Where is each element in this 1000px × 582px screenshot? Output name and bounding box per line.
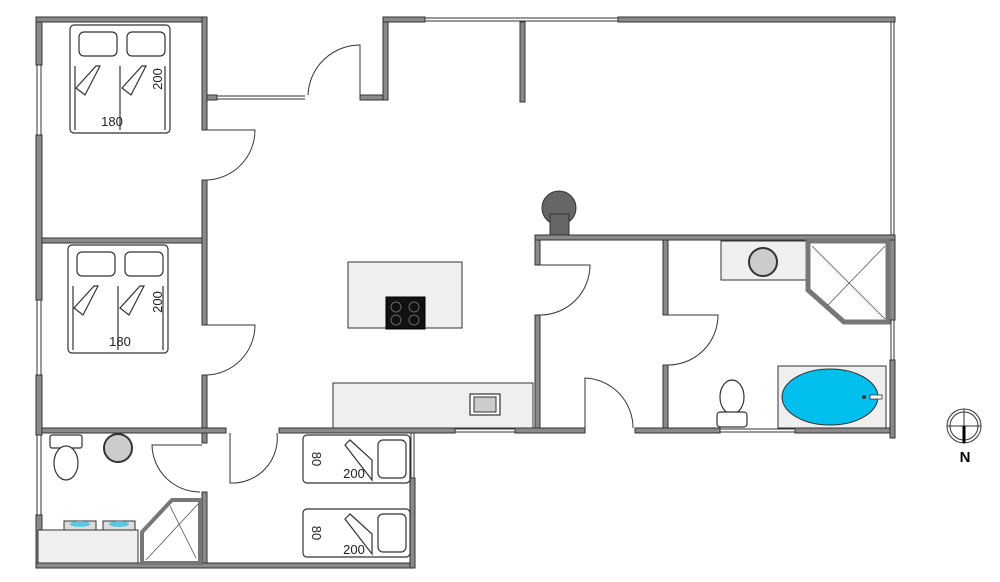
bed-width-label: 180 — [109, 334, 131, 349]
double-bed: 180 200 — [67, 244, 169, 354]
sink-icon — [748, 247, 778, 277]
kitchen-island — [347, 261, 463, 330]
compass-north-label: N — [960, 449, 971, 466]
bed-length-label: 200 — [343, 466, 365, 481]
sink-icon — [473, 396, 497, 413]
toilet-icon — [716, 379, 748, 428]
double-bed: 180 200 — [69, 24, 171, 134]
compass-icon: N — [946, 408, 982, 466]
toilet-icon — [53, 445, 79, 481]
kitchen-counter — [332, 382, 534, 429]
bed-width-label: 80 — [309, 526, 324, 540]
bed-width-label: 180 — [101, 114, 123, 129]
windows — [36, 17, 895, 515]
bathroom — [716, 238, 891, 429]
sink-icon — [103, 433, 133, 463]
bed-length-label: 200 — [343, 542, 365, 557]
bed-length-label: 200 — [150, 291, 165, 313]
single-bed: 80 200 — [302, 434, 411, 484]
doors — [151, 44, 719, 493]
small-bathroom — [37, 433, 202, 565]
bed-length-label: 200 — [150, 68, 165, 90]
single-bed: 80 200 — [302, 508, 411, 558]
shower-icon — [140, 498, 202, 565]
cooktop-icon — [390, 301, 420, 326]
bed-width-label: 80 — [309, 452, 324, 466]
wood-stove-icon — [541, 190, 577, 236]
